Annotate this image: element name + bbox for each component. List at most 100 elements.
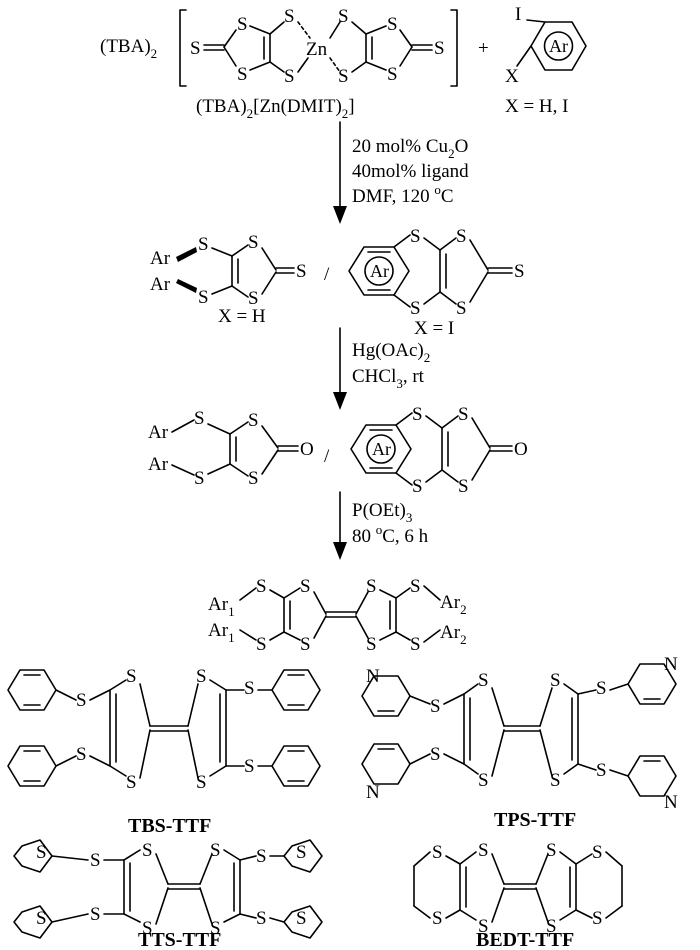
svg-text:S: S	[76, 744, 87, 765]
reaction-arrow-3	[333, 491, 347, 560]
bedt-ttf-structure: S S S S S S S S	[413, 840, 623, 937]
left-bracket	[179, 9, 187, 87]
reaction-arrow-1	[333, 121, 347, 224]
svg-text:S: S	[366, 634, 377, 655]
svg-text:CHCl3, rt: CHCl3, rt	[352, 366, 425, 391]
svg-text:S: S	[592, 908, 603, 929]
svg-text:S: S	[478, 840, 489, 861]
svg-text:N: N	[366, 666, 380, 687]
svg-text:S: S	[196, 772, 207, 793]
tba-cation-label: (TBA)2	[100, 36, 157, 61]
svg-text:Ar: Ar	[150, 248, 171, 269]
tbs-ttf-structure: S S S S S S S S	[7, 666, 321, 793]
svg-text:S: S	[237, 14, 248, 35]
svg-text:S: S	[387, 14, 398, 35]
svg-text:S: S	[478, 916, 489, 937]
svg-text:P(OEt)3: P(OEt)3	[352, 500, 412, 525]
step3-conditions: P(OEt)3 80 oC, 6 h	[352, 500, 429, 547]
svg-text:S: S	[458, 476, 469, 497]
svg-text:S: S	[366, 576, 377, 597]
svg-text:S: S	[126, 666, 137, 687]
svg-text:S: S	[296, 261, 307, 282]
x-equals-i-label: X = I	[414, 318, 454, 339]
bis-arylthio-one: Ar Ar S S S S O	[148, 408, 314, 489]
svg-text:S: S	[430, 744, 441, 765]
svg-text:S: S	[432, 908, 443, 929]
svg-text:Ar: Ar	[370, 261, 389, 281]
svg-text:N: N	[664, 654, 678, 675]
svg-text:S: S	[36, 908, 47, 929]
svg-text:S: S	[198, 234, 209, 255]
svg-text:S: S	[550, 670, 561, 691]
right-bracket	[450, 9, 458, 87]
svg-text:S: S	[478, 670, 489, 691]
svg-text:Ar: Ar	[372, 439, 391, 459]
x-substituent-label: X	[505, 66, 519, 87]
svg-text:S: S	[256, 846, 267, 867]
svg-text:S: S	[300, 576, 311, 597]
iodine-label: I	[515, 4, 521, 25]
svg-text:S: S	[546, 916, 557, 937]
svg-text:S: S	[596, 760, 607, 781]
svg-text:S: S	[296, 842, 307, 863]
svg-text:N: N	[366, 782, 380, 803]
x-equals-h-label: X = H	[218, 306, 266, 327]
arene-fused-thione: Ar S S S S S	[348, 226, 525, 319]
tps-ttf-label: TPS-TTF	[494, 809, 576, 831]
svg-text:S: S	[194, 408, 205, 429]
svg-text:S: S	[430, 696, 441, 717]
svg-text:S: S	[210, 918, 221, 939]
svg-text:80 oC, 6 h: 80 oC, 6 h	[352, 522, 429, 547]
svg-text:20 mol% Cu2O: 20 mol% Cu2O	[352, 136, 468, 161]
svg-text:Ar: Ar	[150, 274, 171, 295]
svg-text:S: S	[338, 6, 349, 27]
svg-text:O: O	[514, 439, 528, 460]
svg-text:S: S	[478, 770, 489, 791]
svg-text:S: S	[142, 918, 153, 939]
svg-text:S: S	[458, 404, 469, 425]
step1-conditions: 20 mol% Cu2O 40mol% ligand DMF, 120 oC	[352, 136, 469, 207]
svg-text:S: S	[248, 410, 259, 431]
svg-text:S: S	[456, 226, 467, 247]
svg-text:S: S	[248, 288, 259, 309]
reaction-arrow-2	[333, 327, 347, 410]
svg-text:S: S	[410, 298, 421, 319]
svg-text:S: S	[296, 908, 307, 929]
svg-text:S: S	[546, 840, 557, 861]
svg-text:S: S	[300, 634, 311, 655]
svg-text:S: S	[514, 261, 525, 282]
svg-text:S: S	[126, 772, 137, 793]
svg-text:S: S	[256, 576, 267, 597]
zinc-atom: Zn	[306, 39, 328, 60]
tts-ttf-label: TTS-TTF	[138, 929, 221, 950]
bis-arylthio-thione: Ar Ar S S S S S	[150, 232, 307, 309]
svg-text:Ar: Ar	[148, 422, 169, 443]
bedt-ttf-label: BEDT-TTF	[476, 929, 574, 950]
svg-text:S: S	[410, 576, 421, 597]
svg-text:S: S	[410, 634, 421, 655]
svg-text:O: O	[300, 439, 314, 460]
zinc-dmit-complex: (TBA)2 S S S S S Zn S S S S	[100, 6, 458, 87]
svg-text:S: S	[412, 476, 423, 497]
svg-text:Ar2: Ar2	[440, 622, 467, 647]
svg-text:40mol% ligand: 40mol% ligand	[352, 161, 469, 182]
svg-text:S: S	[596, 678, 607, 699]
slash-separator-1: /	[324, 264, 330, 285]
svg-text:S: S	[284, 6, 295, 27]
svg-text:S: S	[36, 842, 47, 863]
svg-text:Ar: Ar	[549, 36, 568, 56]
svg-text:Hg(OAc)2: Hg(OAc)2	[352, 340, 430, 365]
tts-ttf-structure: S S S S S S S S S S S S	[13, 839, 323, 939]
svg-text:S: S	[248, 232, 259, 253]
general-ttf-product: Ar1 Ar1 S S S S S S S S Ar2 Ar2	[208, 576, 467, 655]
svg-text:S: S	[410, 226, 421, 247]
svg-text:S: S	[248, 468, 259, 489]
svg-text:Ar1: Ar1	[208, 620, 235, 645]
svg-text:N: N	[664, 792, 678, 813]
complex-name: (TBA)2[Zn(DMIT)2]	[196, 96, 355, 121]
svg-text:S: S	[256, 908, 267, 929]
svg-text:Ar: Ar	[148, 454, 169, 475]
svg-text:DMF, 120 oC: DMF, 120 oC	[352, 182, 454, 207]
svg-text:S: S	[432, 842, 443, 863]
svg-text:S: S	[592, 842, 603, 863]
